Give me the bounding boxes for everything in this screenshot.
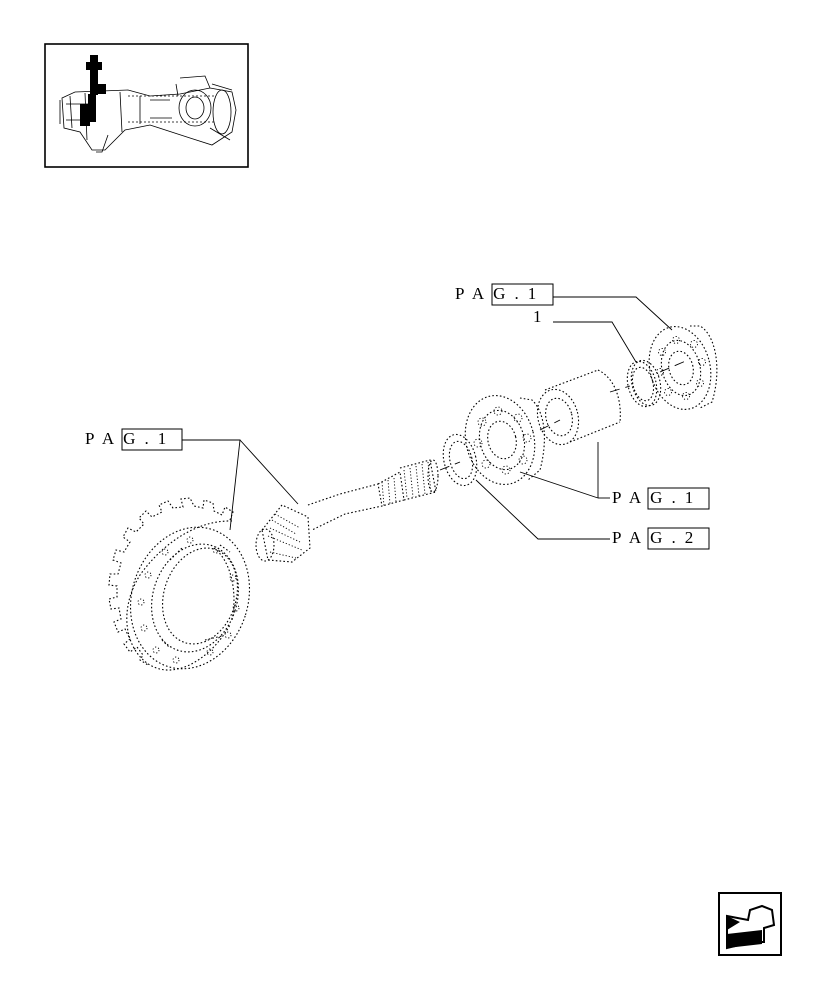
- callout-item-1-text: 1: [533, 307, 542, 326]
- callout-right-ref-lower-text: PAG.2: [612, 528, 702, 547]
- callout-top-ref[interactable]: PAG.1: [455, 283, 554, 306]
- leader-lines: [182, 296, 673, 540]
- outer-bearing: [648, 325, 718, 410]
- spacer-ring-lower: [442, 433, 478, 487]
- callout-top-ref-text: PAG.1: [455, 284, 545, 303]
- previous-page-arrow-icon[interactable]: [718, 892, 782, 956]
- callout-right-ref-upper-text: PAG.1: [612, 488, 702, 507]
- shim-ring: [626, 359, 662, 408]
- inner-bearing: [464, 395, 545, 485]
- callout-item-1[interactable]: 1: [533, 307, 542, 326]
- pinion-shaft: [255, 359, 689, 563]
- ring-gear: [108, 497, 251, 671]
- callout-right-ref-upper[interactable]: PAG.1: [612, 487, 710, 510]
- callout-left-ref[interactable]: PAG.1: [85, 428, 183, 451]
- callout-right-ref-lower[interactable]: PAG.2: [612, 527, 710, 550]
- axle-assembly-thumbnail[interactable]: [44, 43, 249, 168]
- callout-left-ref-text: PAG.1: [85, 429, 175, 448]
- spacer-sleeve: [536, 369, 621, 446]
